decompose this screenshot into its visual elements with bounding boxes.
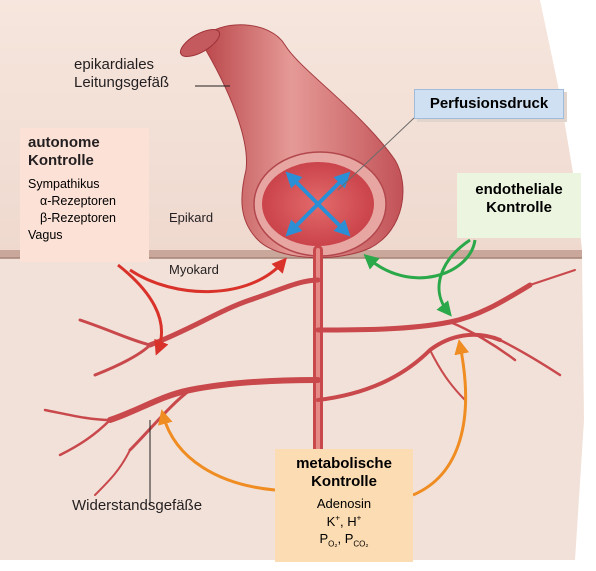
conduit-vessel-label-line2: Leitungsgefäß <box>74 74 170 91</box>
myocardium-label: Myokard <box>169 262 219 277</box>
autonomic-title-line2: Kontrolle <box>28 152 94 169</box>
alpha-receptors-item: α-Rezeptoren <box>40 193 117 208</box>
hydrogen-symbol: , H <box>340 513 357 529</box>
pco2-symbol: , P <box>337 531 354 547</box>
metabolic-title-line2: Kontrolle <box>311 473 377 490</box>
potassium-charge: + <box>335 513 341 523</box>
perfusion-pressure-title: Perfusionsdruck <box>429 95 549 112</box>
vagus-item: Vagus <box>28 227 63 242</box>
partial-pressures-item: PO₂, PCO₂ <box>283 530 405 550</box>
perfusion-pressure-arrows <box>285 171 351 237</box>
ions-item: K+, H+ <box>283 513 405 531</box>
autonomic-control-box: autonome Kontrolle Sympathikus α-Rezepto… <box>20 128 149 262</box>
conduit-vessel-label-line1: epikardiales <box>74 56 155 73</box>
po2-symbol: P <box>319 531 329 547</box>
perfusion-pointer-line <box>337 117 415 191</box>
hydrogen-charge: + <box>356 513 362 523</box>
epicardium-label: Epikard <box>169 210 214 225</box>
sympathetic-item: Sympathikus <box>28 177 100 191</box>
metabolic-control-box: metabolische Kontrolle Adenosin K+, H+ P… <box>275 449 413 562</box>
metabolic-title-line1: metabolische <box>296 455 392 472</box>
potassium-symbol: K <box>326 513 336 529</box>
po2-subscript: O₂ <box>328 539 338 549</box>
metabolic-arrows <box>158 339 470 497</box>
endothelial-title-line2: Kontrolle <box>486 199 552 216</box>
conduit-vessel-label: epikardiales Leitungsgefäß <box>74 56 169 92</box>
beta-receptors-item: β-Rezeptoren <box>40 210 116 225</box>
endothelial-control-box: endotheliale Kontrolle <box>457 173 581 238</box>
endothelial-title-line1: endotheliale <box>475 181 563 198</box>
autonomic-title-line1: autonome <box>28 134 100 151</box>
perfusion-pressure-box: Perfusionsdruck <box>414 89 564 119</box>
resistance-vessels-label: Widerstandsgefäße <box>72 497 203 514</box>
endothelial-arrows <box>363 238 477 317</box>
autonomic-arrows <box>117 257 287 356</box>
pco2-subscript: CO₂ <box>353 539 369 549</box>
adenosine-item: Adenosin <box>316 496 372 511</box>
